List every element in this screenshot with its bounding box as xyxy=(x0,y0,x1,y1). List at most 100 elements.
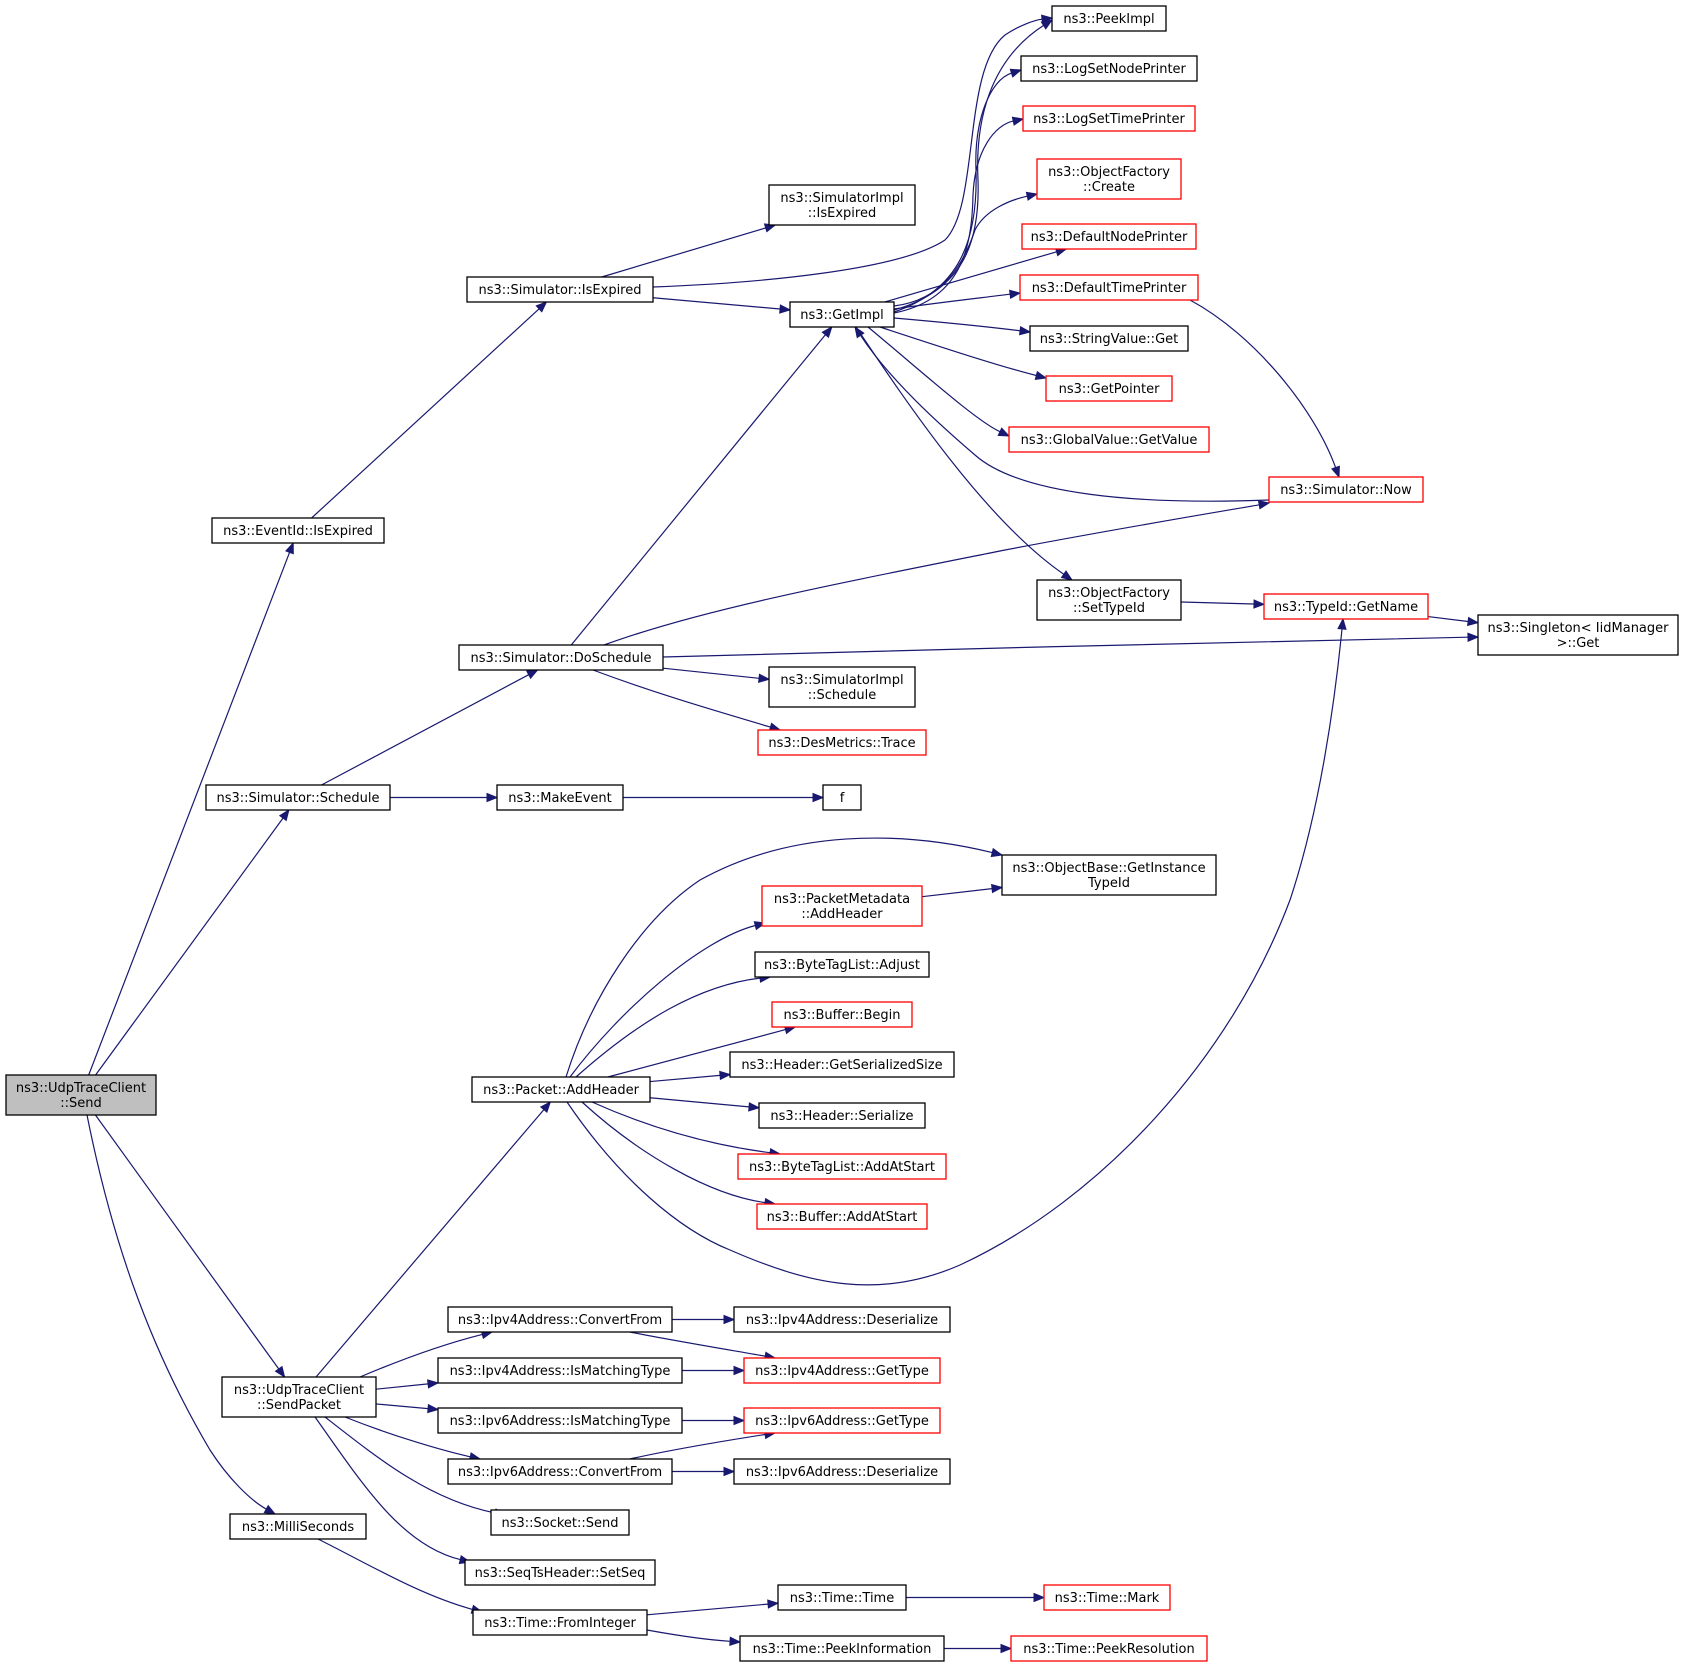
node-box xyxy=(822,784,862,811)
node-box xyxy=(1036,158,1182,200)
node-desmetrics-trace[interactable]: ns3::DesMetrics::Trace xyxy=(757,729,927,756)
node-globalvalue-getvalue[interactable]: ns3::GlobalValue::GetValue xyxy=(1008,426,1210,453)
node-box xyxy=(490,1509,630,1536)
node-ipv6-deserialize[interactable]: ns3::Ipv6Address::Deserialize xyxy=(733,1458,951,1485)
node-simimpl-isexpired[interactable]: ns3::SimulatorImpl::IsExpired xyxy=(768,184,916,226)
node-label: ns3::Time::Mark xyxy=(1055,1591,1160,1606)
node-time-peekinfo[interactable]: ns3::Time::PeekInformation xyxy=(739,1635,945,1662)
arrowhead xyxy=(1034,370,1048,380)
node-label: ns3::Simulator::DoSchedule xyxy=(470,651,651,666)
node-box xyxy=(1008,426,1210,453)
node-sim-doschedule[interactable]: ns3::Simulator::DoSchedule xyxy=(458,644,664,671)
node-ipv4-convertfrom[interactable]: ns3::Ipv4Address::ConvertFrom xyxy=(447,1306,673,1333)
node-label: ns3::Time::PeekResolution xyxy=(1023,1642,1194,1657)
node-ipv4-gettype[interactable]: ns3::Ipv4Address::GetType xyxy=(743,1357,941,1384)
arrowhead xyxy=(729,1636,742,1647)
node-label: ns3::EventId::IsExpired xyxy=(223,524,373,539)
node-objfactory-create[interactable]: ns3::ObjectFactory::Create xyxy=(1036,158,1182,200)
node-singleton-get[interactable]: ns3::Singleton< IidManager >::Get xyxy=(1477,614,1679,656)
arrowhead xyxy=(812,792,825,803)
node-ipv4-ismatching[interactable]: ns3::Ipv4Address::IsMatchingType xyxy=(437,1357,683,1384)
node-sendpacket[interactable]: ns3::UdpTraceClient::SendPacket xyxy=(221,1376,377,1418)
node-box xyxy=(1477,614,1679,656)
node-buffer-begin[interactable]: ns3::Buffer::Begin xyxy=(771,1001,913,1028)
node-time-mark[interactable]: ns3::Time::Mark xyxy=(1043,1584,1171,1611)
node-box xyxy=(472,1609,648,1636)
node-label: ns3::DefaultTimePrinter xyxy=(1032,281,1187,296)
edge-getimpl-to-defaulttimeprinter xyxy=(893,289,1022,310)
edge-time_frominteger-to-time_time xyxy=(646,1599,780,1616)
edge-objfactory_settypeid-to-typeid_getname xyxy=(1180,599,1266,609)
node-simulator-now[interactable]: ns3::Simulator::Now xyxy=(1268,476,1424,503)
node-label: ns3::SimulatorImpl xyxy=(780,191,903,206)
edge-simulator_now-to-getimpl xyxy=(854,325,1270,502)
node-label: ns3::GetImpl xyxy=(800,308,884,323)
node-bytetaglist-adjust[interactable]: ns3::ByteTagList::Adjust xyxy=(754,951,930,978)
node-objfactory-settypeid[interactable]: ns3::ObjectFactory::SetTypeId xyxy=(1036,579,1182,621)
node-seqts-setseq[interactable]: ns3::SeqTsHeader::SetSeq xyxy=(464,1559,656,1586)
node-bytetaglist-addatstart[interactable]: ns3::ByteTagList::AddAtStart xyxy=(737,1153,947,1180)
node-header-getsersize[interactable]: ns3::Header::GetSerializedSize xyxy=(729,1051,955,1078)
arrowhead xyxy=(990,847,1004,858)
node-label: ns3::Time::PeekInformation xyxy=(753,1642,932,1657)
edge-typeid_getname-to-singleton_get xyxy=(1427,615,1480,627)
node-box xyxy=(768,666,916,708)
arrowhead xyxy=(748,1102,761,1112)
node-box xyxy=(1051,5,1167,32)
node-time-peekresolution[interactable]: ns3::Time::PeekResolution xyxy=(1010,1635,1208,1662)
node-label: ns3::Time::FromInteger xyxy=(484,1616,636,1631)
node-packet-addheader[interactable]: ns3::Packet::AddHeader xyxy=(471,1076,651,1103)
node-typeid-getname[interactable]: ns3::TypeId::GetName xyxy=(1263,593,1429,620)
node-label: ns3::SeqTsHeader::SetSeq xyxy=(475,1566,646,1581)
node-getpointer[interactable]: ns3::GetPointer xyxy=(1045,375,1173,402)
node-box xyxy=(1019,274,1199,301)
node-header-serialize[interactable]: ns3::Header::Serialize xyxy=(758,1102,926,1129)
node-time-time[interactable]: ns3::Time::Time xyxy=(777,1584,907,1611)
node-logsetnodeprinter[interactable]: ns3::LogSetNodePrinter xyxy=(1020,55,1198,82)
node-box xyxy=(777,1584,907,1611)
node-f[interactable]: f xyxy=(822,784,862,811)
node-label: ns3::StringValue::Get xyxy=(1040,332,1178,347)
node-ipv6-ismatching[interactable]: ns3::Ipv6Address::IsMatchingType xyxy=(437,1407,683,1434)
node-label: ns3::UdpTraceClient xyxy=(16,1081,146,1096)
node-box xyxy=(447,1458,673,1485)
node-label: ns3::ObjectFactory xyxy=(1048,165,1170,180)
node-defaulttimeprinter[interactable]: ns3::DefaultTimePrinter xyxy=(1019,274,1199,301)
node-box xyxy=(1029,325,1189,352)
node-time-frominteger[interactable]: ns3::Time::FromInteger xyxy=(472,1609,648,1636)
node-buffer-addatstart[interactable]: ns3::Buffer::AddAtStart xyxy=(756,1203,928,1230)
node-stringvalue-get[interactable]: ns3::StringValue::Get xyxy=(1029,325,1189,352)
arrowhead xyxy=(263,1504,277,1515)
node-makeevent[interactable]: ns3::MakeEvent xyxy=(496,784,624,811)
node-peekimpl[interactable]: ns3::PeekImpl xyxy=(1051,5,1167,32)
node-label: f xyxy=(840,791,845,806)
node-ipv6-convertfrom[interactable]: ns3::Ipv6Address::ConvertFrom xyxy=(447,1458,673,1485)
node-box xyxy=(771,1001,913,1028)
node-ipv6-gettype[interactable]: ns3::Ipv6Address::GetType xyxy=(743,1407,941,1434)
edge-send-to-sendpacket xyxy=(94,1114,286,1379)
node-label: ns3::Simulator::Now xyxy=(1280,483,1412,498)
node-simimpl-schedule[interactable]: ns3::SimulatorImpl::Schedule xyxy=(768,666,916,708)
node-label: ns3::Ipv6Address::Deserialize xyxy=(746,1465,938,1480)
node-send[interactable]: ns3::UdpTraceClient::Send xyxy=(5,1074,157,1116)
node-box xyxy=(789,301,895,328)
node-defaultnodeprinter[interactable]: ns3::DefaultNodePrinter xyxy=(1021,223,1197,250)
node-eventid-isexpired[interactable]: ns3::EventId::IsExpired xyxy=(211,517,385,544)
node-logsettimeprinter[interactable]: ns3::LogSetTimePrinter xyxy=(1022,105,1196,132)
node-label: ns3::Socket::Send xyxy=(501,1516,618,1531)
node-sim-schedule[interactable]: ns3::Simulator::Schedule xyxy=(205,784,391,811)
node-box xyxy=(466,276,654,303)
edge-sim_doschedule-to-simulator_now xyxy=(603,500,1271,646)
node-box xyxy=(1022,105,1196,132)
node-pktmeta-addheader[interactable]: ns3::PacketMetadata::AddHeader xyxy=(761,885,923,927)
node-box xyxy=(211,517,385,544)
node-ipv4-deserialize[interactable]: ns3::Ipv4Address::Deserialize xyxy=(733,1306,951,1333)
node-socket-send[interactable]: ns3::Socket::Send xyxy=(490,1509,630,1536)
node-sim-isexpired[interactable]: ns3::Simulator::IsExpired xyxy=(466,276,654,303)
node-milliseconds[interactable]: ns3::MilliSeconds xyxy=(229,1513,367,1540)
node-label: ns3::Ipv6Address::ConvertFrom xyxy=(458,1465,662,1480)
arrowhead xyxy=(997,427,1011,437)
arrowhead xyxy=(723,1466,736,1477)
node-getimpl[interactable]: ns3::GetImpl xyxy=(789,301,895,328)
